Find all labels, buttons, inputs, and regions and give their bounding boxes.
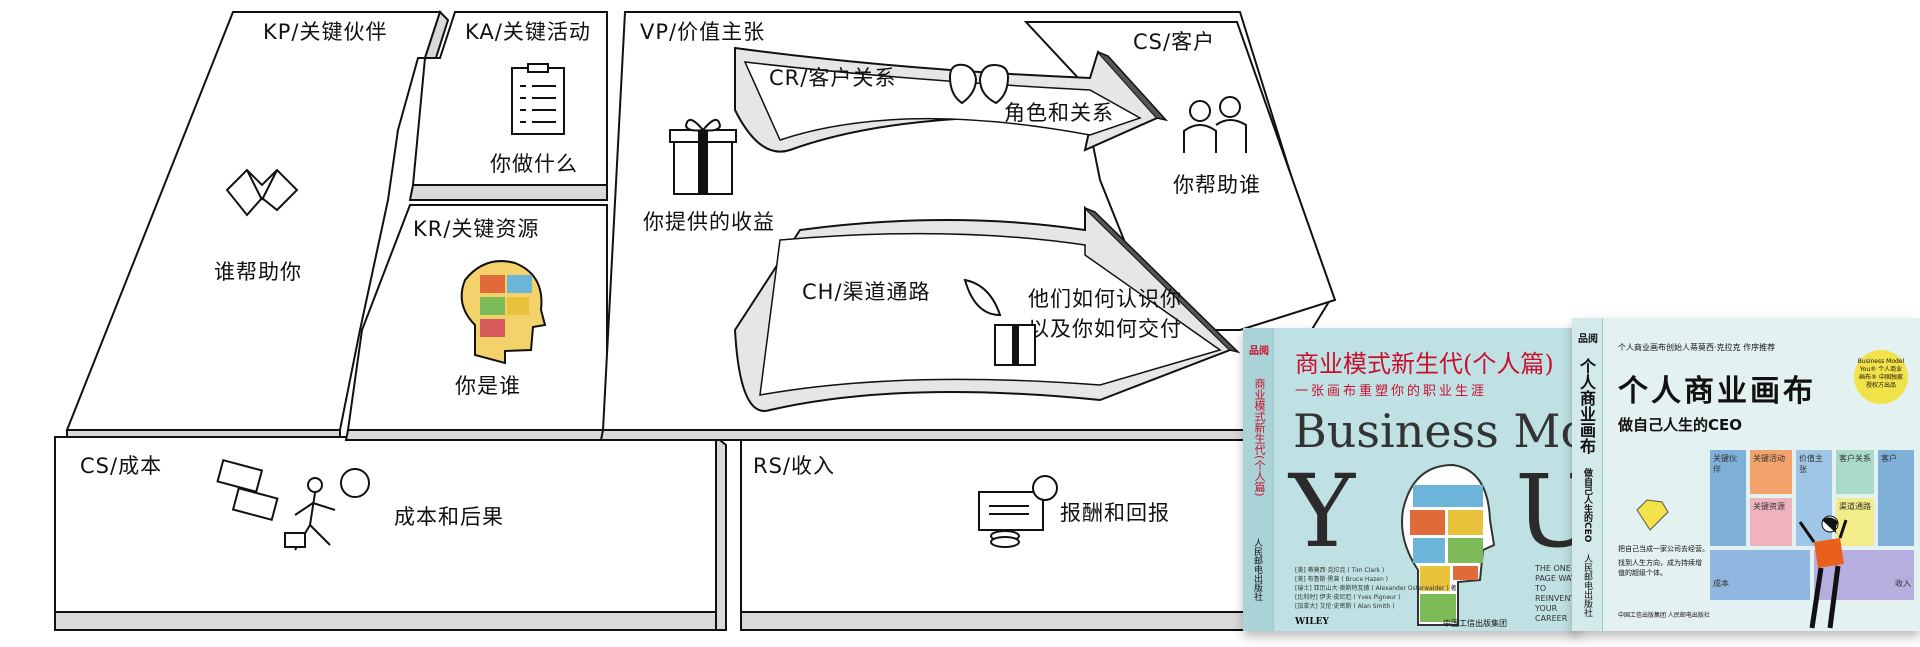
mini-canvas-cs: 客户: [1878, 450, 1914, 546]
book2-spine-subtitle: 做自己人生的CEO: [1582, 468, 1592, 543]
ch-description-line2: 以及你如何交付: [1028, 317, 1182, 341]
cost-title: CS/成本: [80, 454, 163, 478]
book2-spine-publisher: 人民邮电出版社: [1582, 554, 1592, 617]
book1-authors: [美] 蒂莫西·克拉克 ( Tim Clark ) [美] 布鲁斯·黑曾 ( B…: [1295, 567, 1457, 610]
book2-badge: Business Model You® 个人商业画布® 中国独家 授权方出品: [1854, 350, 1908, 404]
winged-gift-icon: [963, 278, 1036, 366]
cr-description: 角色和关系: [1004, 101, 1114, 125]
mini-canvas-kp: 关键伙伴: [1710, 450, 1746, 546]
ka-description: 你做什么: [490, 152, 578, 176]
cost-description: 成本和后果: [394, 505, 504, 529]
rs-description: 报酬和回报: [1060, 501, 1170, 525]
book2-brand: 品阅: [1578, 334, 1598, 345]
mini-canvas-ch: 渠道通路: [1836, 498, 1874, 546]
money-runner-icon: [216, 458, 370, 551]
cs-description: 你帮助谁: [1173, 173, 1261, 197]
certificate-icon: [978, 475, 1058, 548]
book-cover-personal-business-canvas: 品阅 个人商业画布 做自己人生的CEO 人民邮电出版社 个人商业画布创始人蒂莫西…: [1572, 318, 1920, 631]
book1-head-illustration: [1401, 463, 1496, 626]
book1-letter-y: Y: [1289, 453, 1356, 570]
book2-slogan-1: 把自己当成一家公司去经营。: [1618, 545, 1709, 553]
book1-tagline: THE ONE-PAGE WAY TO REINVENT YOUR CAREER: [1535, 564, 1576, 623]
book2-title: 个人商业画布: [1618, 374, 1816, 409]
book1-title: 商业模式新生代(个人篇): [1295, 350, 1554, 378]
mini-canvas-kr: 关键资源: [1750, 498, 1792, 546]
book2-endorsement: 个人商业画布创始人蒂莫西·克拉克 作序推荐: [1618, 343, 1776, 352]
book2-spine: 品阅 个人商业画布 做自己人生的CEO 人民邮电出版社: [1572, 318, 1603, 631]
ch-title: CH/渠道通路: [802, 280, 931, 304]
cs-title: CS/客户: [1133, 30, 1216, 54]
rs-title: RS/收入: [753, 454, 835, 478]
book1-imprint: 中国工信出版集团: [1443, 619, 1507, 628]
vp-title: VP/价值主张: [640, 20, 766, 44]
book1-wiley-logo: WILEY: [1295, 617, 1329, 627]
kp-description: 谁帮助你: [214, 260, 302, 284]
book1-brand: 品阅: [1249, 346, 1269, 357]
handshake-icon: [225, 168, 299, 217]
cr-title: CR/客户关系: [769, 66, 897, 90]
book2-imprint: 中国工信出版集团 人民邮电出版社: [1618, 612, 1710, 619]
book2-woman-illustration: [1798, 515, 1848, 629]
gift-icon: [669, 119, 737, 195]
mini-canvas-ka: 关键活动: [1750, 450, 1792, 494]
book1-letter-u: U: [1515, 453, 1580, 570]
book-cover-business-model-you: 品阅 商业模式新生代(个人篇) 人民邮电出版社 商业模式新生代(个人篇) 一张画…: [1243, 328, 1580, 631]
book2-spine-title: 个人商业画布: [1577, 358, 1596, 454]
people-icon: [1183, 96, 1247, 153]
mini-canvas-cr: 客户关系: [1836, 450, 1874, 494]
kp-title: KP/关键伙伴: [263, 20, 388, 44]
book1-spine-publisher: 人民邮电出版社: [1252, 538, 1262, 601]
hearts-icon: [948, 63, 1010, 105]
book2-diamond-icon: [1636, 499, 1669, 531]
ka-title: KA/关键活动: [465, 20, 591, 44]
book2-subtitle: 做自己人生的CEO: [1618, 416, 1743, 434]
book1-english-title: Business Model: [1293, 404, 1580, 458]
book2-slogan-2: 找到人生方向，成为持续增值的超级个体。: [1618, 559, 1702, 577]
head-illustration-icon: [460, 260, 547, 365]
clipboard-icon: [511, 63, 565, 135]
mini-canvas-cost: 成本: [1710, 550, 1810, 600]
kr-title: KR/关键资源: [413, 217, 540, 241]
kr-description: 你是谁: [455, 374, 521, 398]
ch-description-line1: 他们如何认识你: [1028, 287, 1182, 311]
vp-description: 你提供的收益: [643, 210, 775, 234]
book1-spine-title: 商业模式新生代(个人篇): [1253, 378, 1266, 497]
book1-subtitle: 一张画布重塑你的职业生涯: [1295, 384, 1488, 399]
book1-spine: 品阅 商业模式新生代(个人篇) 人民邮电出版社: [1243, 328, 1274, 631]
